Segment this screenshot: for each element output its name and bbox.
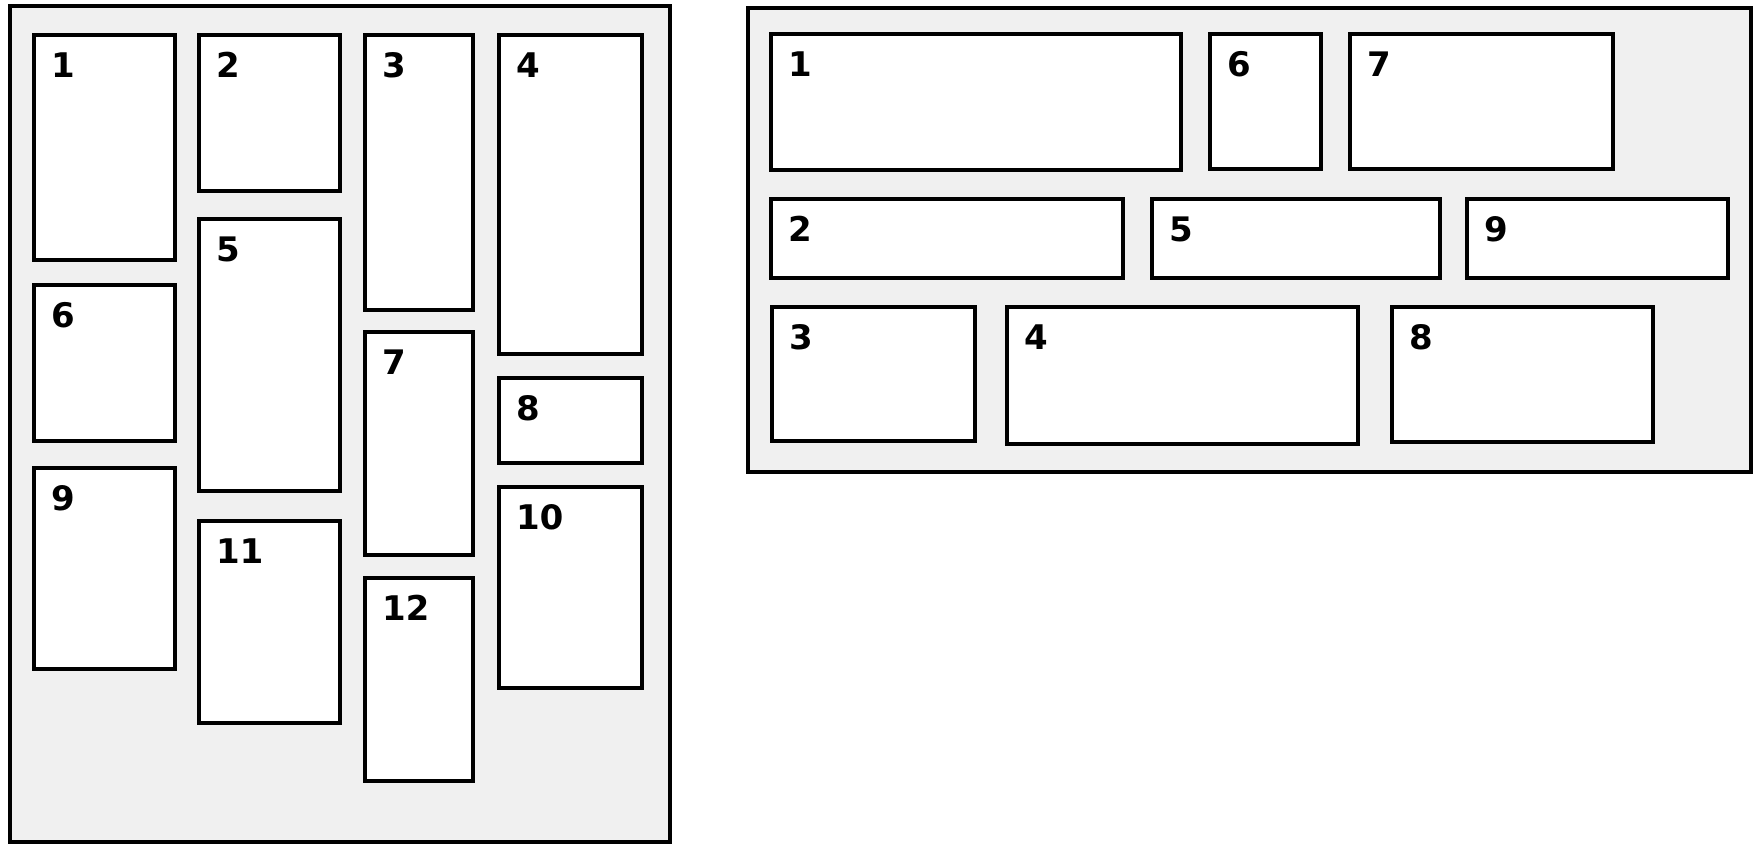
masonry-box: 9 [1465, 197, 1730, 280]
masonry-box: 8 [1390, 305, 1655, 444]
box-label: 7 [1367, 45, 1391, 85]
masonry-box: 2 [197, 33, 342, 193]
masonry-box: 3 [770, 305, 977, 443]
box-label: 10 [516, 498, 564, 538]
column-masonry-panel: 1 2 3 4 5 6 7 8 9 10 11 12 [8, 4, 672, 844]
row-masonry-panel: 1 6 7 2 5 9 3 4 8 [746, 6, 1753, 474]
box-label: 3 [789, 318, 813, 358]
box-label: 2 [788, 210, 812, 250]
box-label: 2 [216, 46, 240, 86]
masonry-box: 11 [197, 519, 342, 725]
masonry-box: 1 [32, 33, 177, 262]
box-label: 9 [1484, 210, 1508, 250]
masonry-box: 4 [1005, 305, 1360, 446]
box-label: 5 [1169, 210, 1193, 250]
box-label: 8 [516, 389, 540, 429]
masonry-box: 2 [769, 197, 1125, 280]
box-label: 9 [51, 479, 75, 519]
box-label: 4 [516, 46, 540, 86]
masonry-box: 7 [363, 330, 475, 557]
masonry-box: 7 [1348, 32, 1615, 171]
box-label: 4 [1024, 318, 1048, 358]
masonry-box: 12 [363, 576, 475, 783]
masonry-box: 5 [1150, 197, 1442, 280]
masonry-box: 6 [32, 283, 177, 443]
box-label: 7 [382, 343, 406, 383]
masonry-box: 3 [363, 33, 475, 312]
masonry-box: 8 [497, 376, 644, 465]
box-label: 3 [382, 46, 406, 86]
box-label: 11 [216, 532, 264, 572]
box-label: 1 [788, 45, 812, 85]
box-label: 8 [1409, 318, 1433, 358]
masonry-box: 1 [769, 32, 1183, 172]
box-label: 6 [51, 296, 75, 336]
masonry-box: 10 [497, 485, 644, 690]
masonry-box: 9 [32, 466, 177, 671]
box-label: 1 [51, 46, 75, 86]
box-label: 5 [216, 230, 240, 270]
masonry-box: 4 [497, 33, 644, 356]
box-label: 6 [1227, 45, 1251, 85]
masonry-box: 6 [1208, 32, 1323, 171]
box-label: 12 [382, 589, 430, 629]
masonry-box: 5 [197, 217, 342, 493]
